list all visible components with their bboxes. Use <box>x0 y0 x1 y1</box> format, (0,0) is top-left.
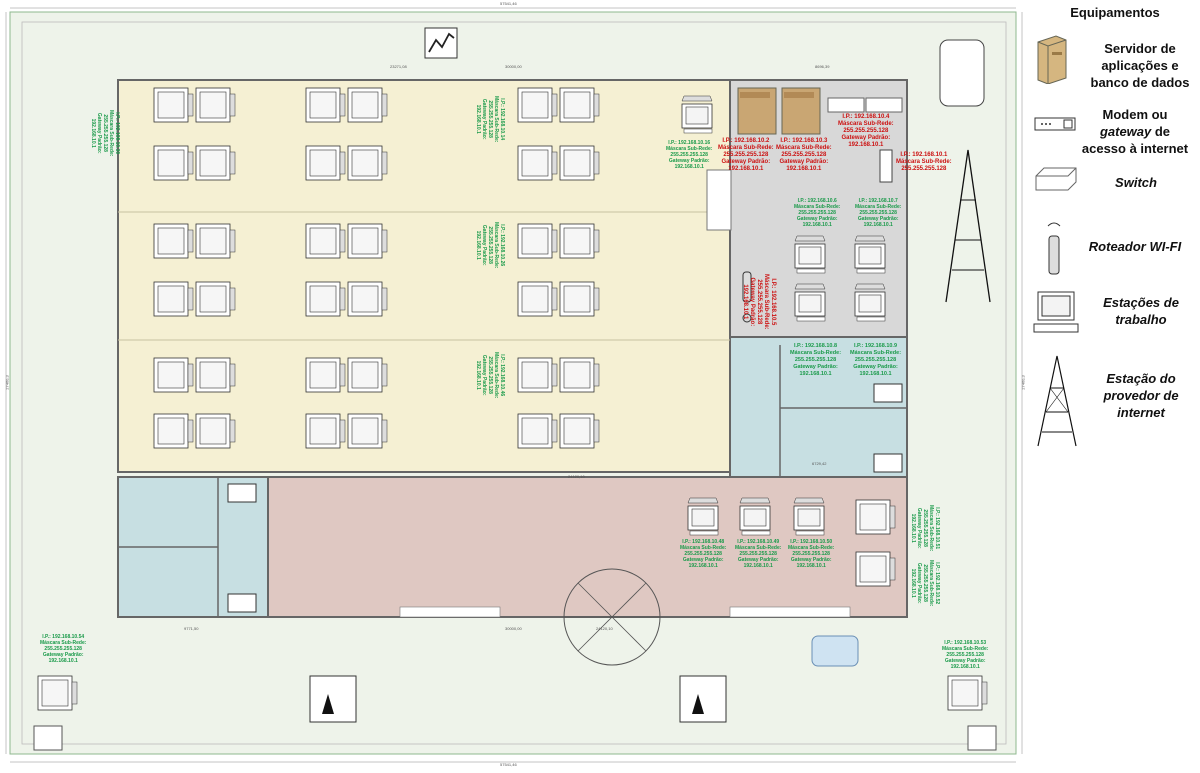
label-switch-192-168-10-4: I.P.: 192.168.10.4 Máscara Sub-Rede: 255… <box>838 114 894 148</box>
label-ws-192-168-10-52: I.P.: 192.168.10.52 Máscara Sub-Rede: 25… <box>910 560 940 607</box>
router-icon <box>1047 222 1061 275</box>
label-ws-192-168-10-53: I.P.: 192.168.10.53 Máscara Sub-Rede: 25… <box>942 640 989 670</box>
label-ws-192-168-10-8: I.P.: 192.168.10.8 Máscara Sub-Rede: 255… <box>790 343 842 377</box>
dim-right: 27460,3 <box>1020 375 1026 390</box>
dim-lower-b: 30000,00 <box>505 626 522 631</box>
office-workstation <box>153 87 194 123</box>
isp-tower-icon <box>1037 355 1077 447</box>
legend-modem-line3: acesso à internet <box>1081 141 1189 156</box>
dim-inner-top-c: 8696,39 <box>815 64 830 69</box>
office-workstation <box>195 413 236 449</box>
office-workstation <box>517 87 558 123</box>
office-workstation <box>559 413 600 449</box>
label-ws-192-168-10-26: I.P.: 192.168.10.26 Máscara Sub-Rede: 25… <box>475 222 505 269</box>
dim-bottom: 57541,46 <box>500 762 517 767</box>
office-workstation <box>559 281 600 317</box>
legend-isp-label: Estação do provedor de internet <box>1103 371 1179 420</box>
office-workstation <box>517 145 558 181</box>
legend-modem-gateway: gateway <box>1099 124 1152 139</box>
office-workstation <box>347 145 388 181</box>
label-server-192-168-10-3: I.P.: 192.168.10.3 Máscara Sub-Rede: 255… <box>776 138 832 172</box>
office-workstation <box>153 413 194 449</box>
label-ws-192-168-10-48: I.P.: 192.168.10.48 Máscara Sub-Rede: 25… <box>680 539 727 569</box>
office-workstation <box>559 87 600 123</box>
office-workstation <box>347 87 388 123</box>
office-workstation <box>347 413 388 449</box>
server-icon <box>1037 35 1067 84</box>
label-router-192-168-10-5: I.P.: 192.168.10.5 Máscara Sub-Rede: 255… <box>742 274 776 330</box>
office-workstation <box>347 281 388 317</box>
office-workstation <box>305 413 346 449</box>
legend-modem-de: de <box>1151 124 1171 139</box>
dim-inner-top-b: 30000,00 <box>505 64 522 69</box>
legend-modem-line1: Modem ou <box>1102 107 1168 122</box>
office-workstation <box>305 145 346 181</box>
modem-icon <box>1034 117 1076 131</box>
label-ws-192-168-10-51: I.P.: 192.168.10.51 Máscara Sub-Rede: 25… <box>910 505 940 552</box>
label-modem-192-168-10-1: I.P.: 192.168.10.1 Máscara Sub-Rede: 255… <box>896 152 952 172</box>
floor-plan: 57541,46 57541,46 27460,3 27460,3 23271,… <box>4 1 1026 767</box>
office-workstation <box>347 357 388 393</box>
office-workstation <box>195 145 236 181</box>
office-workstation <box>305 281 346 317</box>
label-ws-192-168-10-46: I.P.: 192.168.10.46 Máscara Sub-Rede: 25… <box>475 352 505 399</box>
legend-modem-label: Modem ou gateway de acesso à internet <box>1070 106 1200 157</box>
office-workstation <box>195 357 236 393</box>
office-workstation <box>195 223 236 259</box>
label-ws-192-168-10-7: I.P.: 192.168.10.7 Máscara Sub-Rede: 255… <box>855 198 902 228</box>
office-workstation <box>305 223 346 259</box>
equipment-legend: Equipamentos Servidor de aplicações e ba… <box>1030 0 1200 768</box>
office-workstation <box>517 223 558 259</box>
office-workstation <box>153 145 194 181</box>
office-workstation <box>347 223 388 259</box>
label-ws-192-168-10-14: I.P.: 192.168.10.14 Máscara Sub-Rede: 25… <box>475 96 505 143</box>
label-ws-192-168-10-50: I.P.: 192.168.10.50 Máscara Sub-Rede: 25… <box>788 539 835 569</box>
office-workstation <box>517 413 558 449</box>
legend-modem-line2: gateway de <box>1070 123 1200 140</box>
office-workstation <box>153 223 194 259</box>
office-workstation <box>305 357 346 393</box>
label-ws-192-168-10-30: I.P.: 192.168.10.30 Máscara Sub-Rede: 25… <box>90 110 120 157</box>
dim-left: 27460,3 <box>4 375 10 390</box>
label-ws-192-168-10-6: I.P.: 192.168.10.6 Máscara Sub-Rede: 255… <box>794 198 841 228</box>
office-workstation <box>559 145 600 181</box>
office-workstation <box>195 87 236 123</box>
dim-lower-a: 9771,50 <box>184 626 199 631</box>
legend-workstations-label: Estações de trabalho <box>1103 295 1179 327</box>
label-ws-192-168-10-16: I.P.: 192.168.10.16 Máscara Sub-Rede: 25… <box>666 140 713 170</box>
label-server-192-168-10-2: I.P.: 192.168.10.2 Máscara Sub-Rede: 255… <box>718 138 774 172</box>
switch-icon <box>1035 167 1077 191</box>
dim-hall: 24120,10 <box>568 474 585 479</box>
office-workstation <box>559 223 600 259</box>
workstation-icon <box>1033 291 1079 333</box>
legend-server-label: Servidor de aplicações e banco de dados <box>1090 41 1190 90</box>
office-workstation <box>559 357 600 393</box>
dim-mid: 6729,42 <box>812 461 827 466</box>
legend-title: Equipamentos <box>1070 5 1160 20</box>
legend-router-label: Roteador WI-FI <box>1088 239 1182 254</box>
dim-inner-top-a: 23271,08 <box>390 64 407 69</box>
label-ws-192-168-10-9: I.P.: 192.168.10.9 Máscara Sub-Rede: 255… <box>850 343 902 377</box>
office-workstation <box>517 357 558 393</box>
dim-lower-c: 24120,10 <box>596 626 613 631</box>
office-workstation <box>517 281 558 317</box>
floor-plan-svg <box>5 7 1023 763</box>
label-ws-192-168-10-49: I.P.: 192.168.10.49 Máscara Sub-Rede: 25… <box>735 539 782 569</box>
dim-top: 57541,46 <box>500 1 517 6</box>
office-workstation <box>305 87 346 123</box>
office-workstation <box>153 357 194 393</box>
legend-switch-label: Switch <box>1115 175 1157 190</box>
office-workstation <box>153 281 194 317</box>
label-ws-192-168-10-54: I.P.: 192.168.10.54 Máscara Sub-Rede: 25… <box>40 634 87 664</box>
office-workstation <box>195 281 236 317</box>
